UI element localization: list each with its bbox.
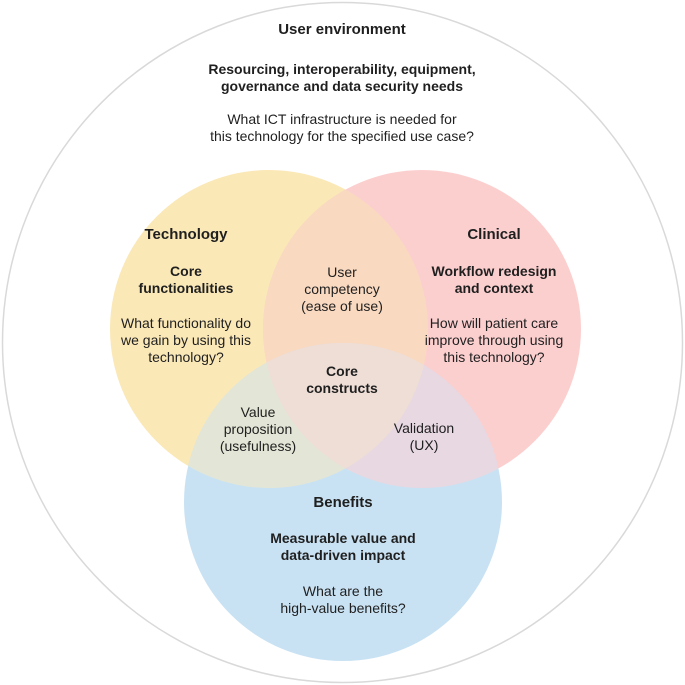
clinical-benefits-overlap-label: Validation (UX) <box>393 420 455 453</box>
user-environment-title: User environment <box>278 21 406 38</box>
tech-benefits-overlap-label: Value proposition (usefulness) <box>219 404 297 454</box>
technology-title: Technology <box>144 226 228 243</box>
benefits-question: What are the high-value benefits? <box>280 583 406 616</box>
user-environment-subtitle: Resourcing, interoperability, equipment,… <box>208 61 476 94</box>
clinical-title: Clinical <box>467 226 521 243</box>
technology-question: What functionality do we gain by using t… <box>121 315 251 365</box>
user-environment-question: What ICT infrastructure is needed for th… <box>210 111 474 144</box>
technology-subtitle: Core functionalities <box>138 263 234 296</box>
tech-clinical-overlap-label: User competency (ease of use) <box>301 264 383 314</box>
core-constructs-label: Core constructs <box>306 363 378 396</box>
benefits-title: Benefits <box>313 494 373 511</box>
clinical-question: How will patient care improve through us… <box>424 315 564 365</box>
benefits-subtitle: Measurable value and data-driven impact <box>270 530 416 563</box>
clinical-subtitle: Workflow redesign and context <box>431 263 557 296</box>
